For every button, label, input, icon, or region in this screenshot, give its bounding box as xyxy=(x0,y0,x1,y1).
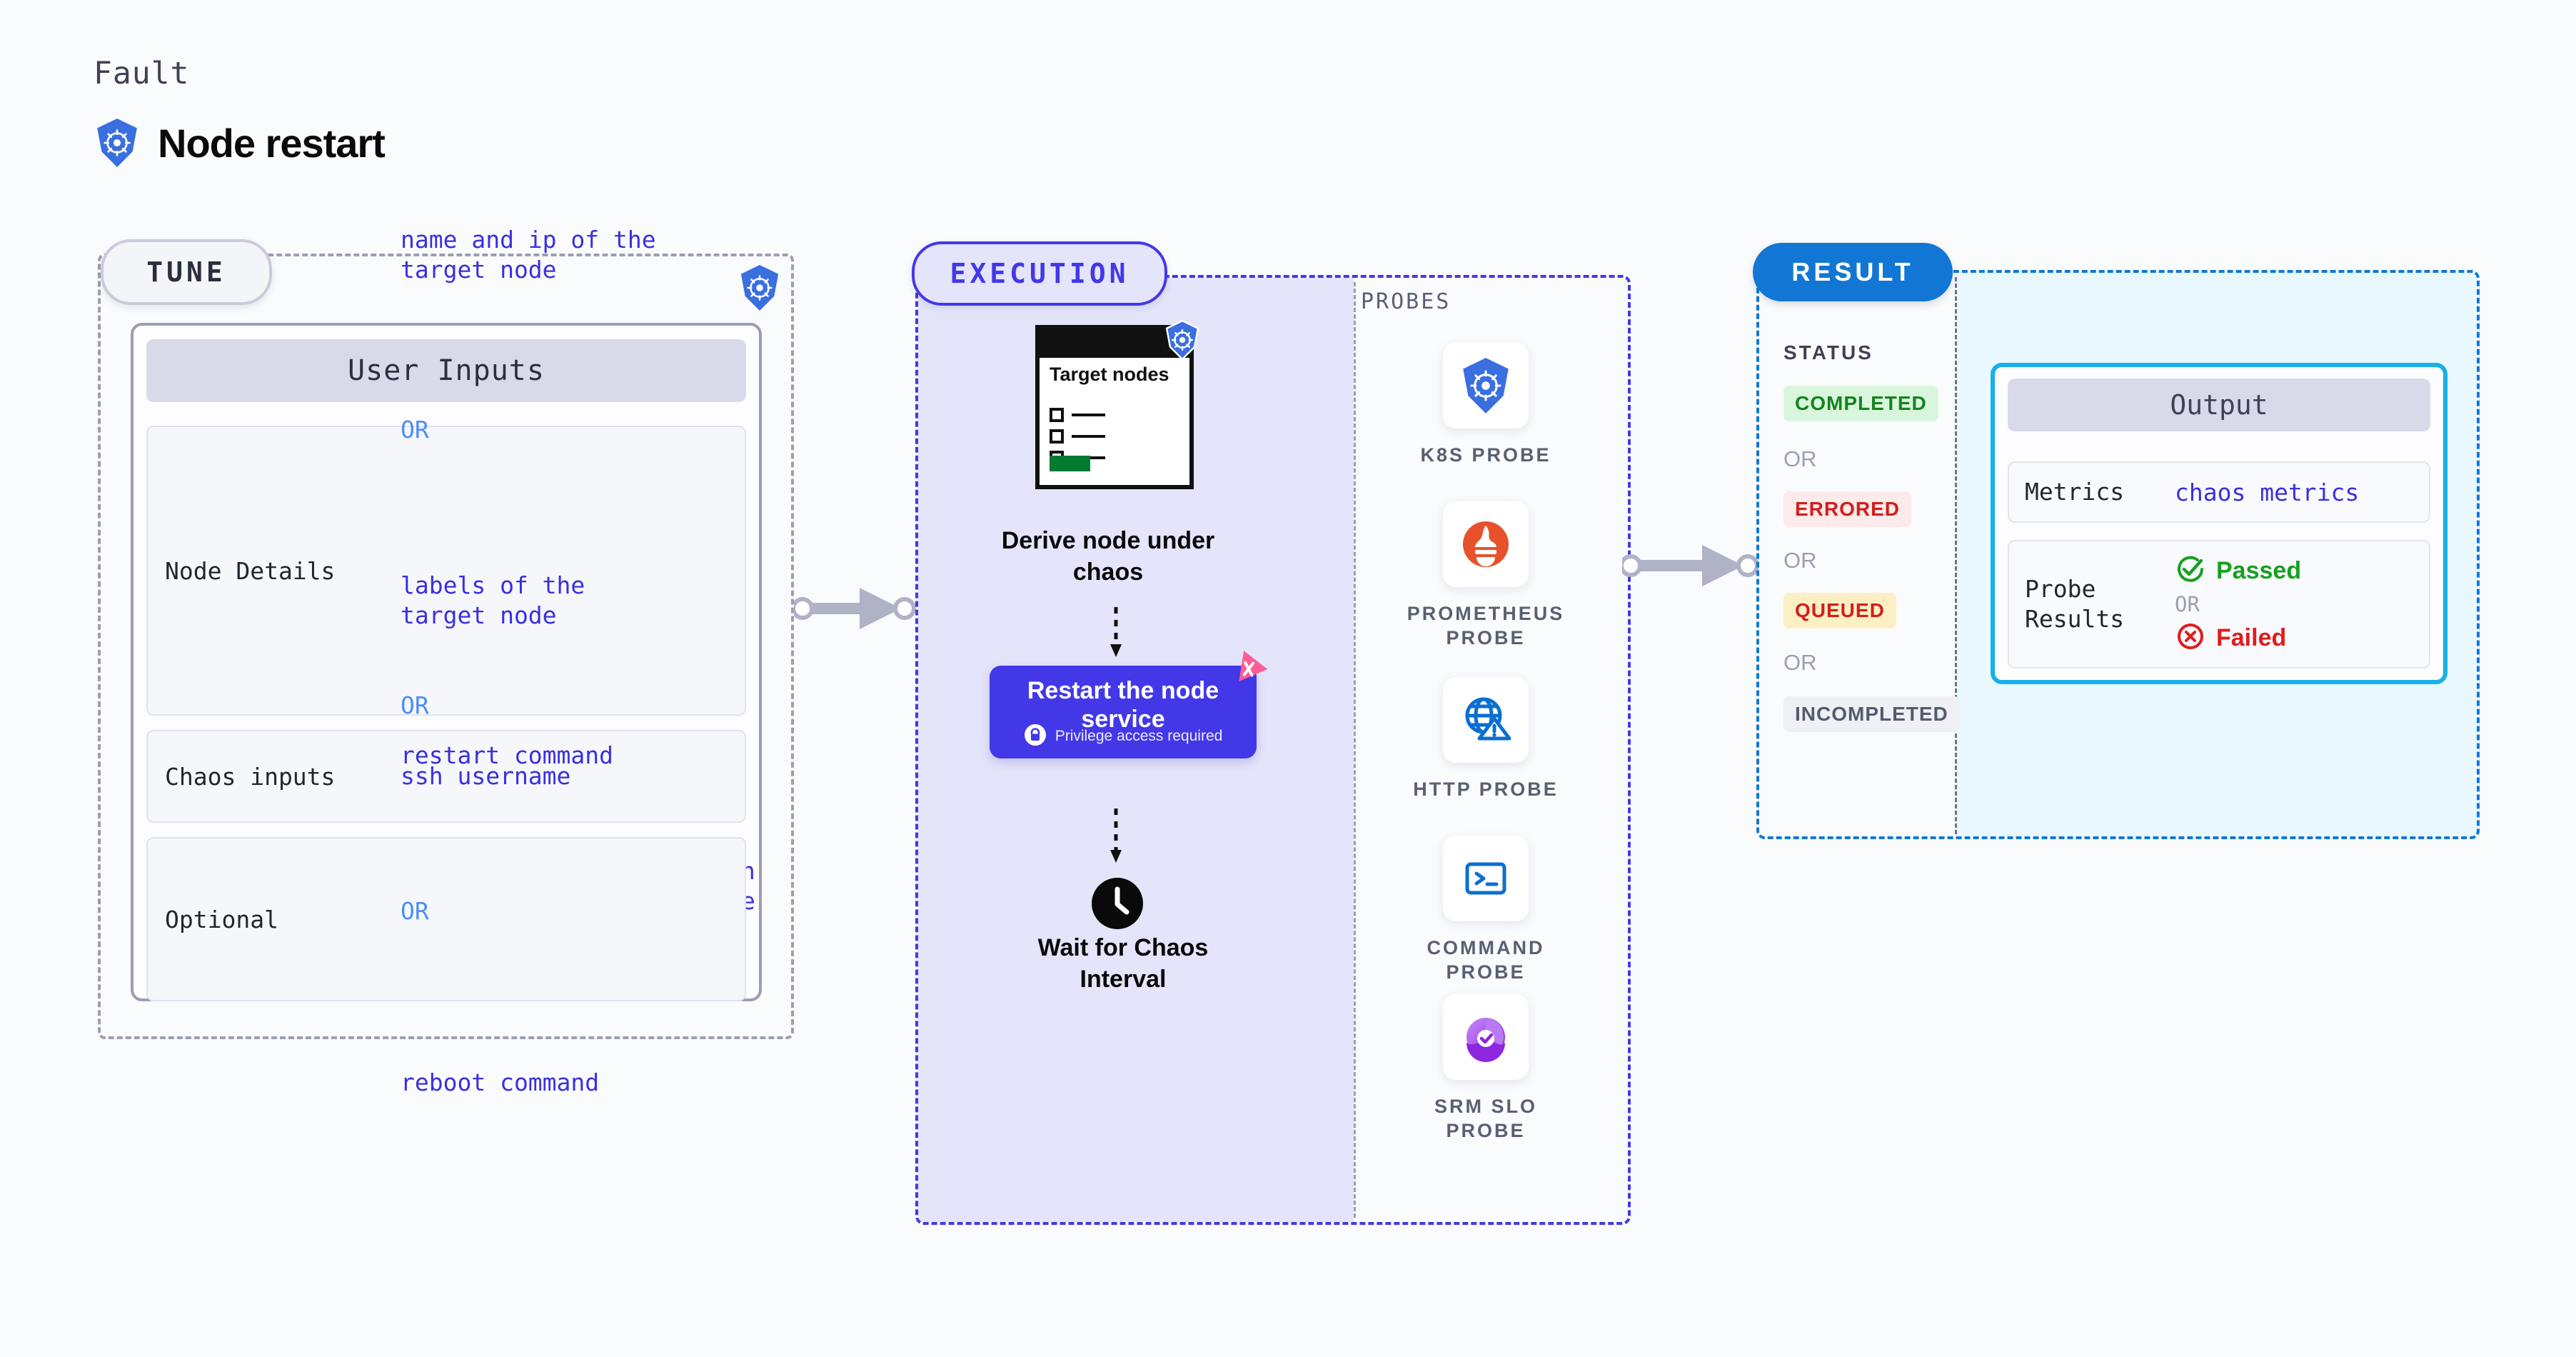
wait-for-chaos-label: Wait for Chaos Interval xyxy=(1037,934,1209,993)
execution-pill-label: EXECUTION xyxy=(912,241,1167,306)
row-label: Chaos inputs xyxy=(165,762,336,791)
probe-item-prometheus[interactable]: PROMETHEUS PROBE xyxy=(1404,501,1568,650)
value-text: restart command xyxy=(401,741,614,769)
input-row-node-details: Node Details name and ip of the target n… xyxy=(146,226,755,915)
execution-panel xyxy=(915,275,1631,1225)
value-text: name and ip of the target node xyxy=(401,226,656,284)
page-title: Node restart xyxy=(158,120,386,166)
target-nodes-document: Target nodes xyxy=(1035,325,1194,489)
result-panel xyxy=(1756,270,2480,839)
output-row-metrics: Metrics chaos metrics xyxy=(2008,461,2430,523)
derive-node-step-label: Derive node under chaos xyxy=(1001,527,1215,586)
checkbox-icon xyxy=(1050,429,1064,444)
status-badge-completed: COMPLETED xyxy=(1783,386,1938,421)
line-dash xyxy=(1072,435,1105,438)
fault-eyebrow-label: Fault xyxy=(94,56,190,91)
prometheus-icon xyxy=(1443,501,1529,587)
kubernetes-icon xyxy=(738,264,782,311)
probe-item-k8s[interactable]: K8S PROBE xyxy=(1404,343,1568,467)
or-separator: OR xyxy=(1783,446,1817,471)
status-badge-queued: QUEUED xyxy=(1783,593,1896,629)
connector-execution-to-result xyxy=(1619,539,1765,635)
value-text: reboot command xyxy=(401,1068,600,1096)
connector-tune-to-execution xyxy=(791,582,922,639)
probe-results-values: Passed OR Failed xyxy=(2175,554,2301,655)
lock-icon xyxy=(1024,723,1047,749)
passed-label: Passed xyxy=(2216,556,2302,584)
status-badge-errored: ERRORED xyxy=(1783,491,1912,527)
value-text: labels of the target node xyxy=(401,571,585,629)
or-separator: OR xyxy=(2175,592,2200,616)
probe-label: SRM SLO PROBE xyxy=(1434,1096,1537,1141)
row-values: ssh username xyxy=(401,701,570,851)
check-circle-icon xyxy=(2175,554,2206,588)
row-value: chaos metrics xyxy=(2175,478,2360,506)
user-inputs-title: User Inputs xyxy=(146,339,746,402)
or-separator: OR xyxy=(401,691,429,719)
rocket-ribbon-icon xyxy=(1225,650,1269,694)
progress-bar xyxy=(1050,456,1090,471)
status-badge-incompleted: INCOMPLETED xyxy=(1783,696,1960,732)
or-separator: OR xyxy=(1783,548,1817,573)
row-label: Metrics xyxy=(2025,478,2125,506)
restart-node-service-action: Restart the node service Privilege acces… xyxy=(990,651,1268,758)
or-separator: OR xyxy=(1783,650,1817,675)
failed-label: Failed xyxy=(2216,624,2287,651)
fault-title-row: Node restart xyxy=(94,118,386,168)
output-title: Output xyxy=(2008,379,2430,431)
probe-label: K8S PROBE xyxy=(1420,444,1551,466)
probe-result-passed: Passed xyxy=(2175,554,2301,588)
probes-divider xyxy=(1354,282,1356,1218)
privilege-row: Privilege access required xyxy=(990,723,1257,749)
or-separator: OR xyxy=(401,416,429,444)
row-label: Node Details xyxy=(165,556,336,585)
probe-item-command[interactable]: COMMAND PROBE xyxy=(1404,836,1568,984)
output-row-probe-results: Probe Results Passed OR Failed xyxy=(2008,540,2430,669)
kubernetes-icon xyxy=(94,118,141,168)
kubernetes-icon xyxy=(1164,320,1201,360)
value-text: ssh username xyxy=(401,762,571,790)
flow-arrow-down xyxy=(1107,607,1125,663)
x-circle-icon xyxy=(2175,621,2206,655)
action-subtitle: Privilege access required xyxy=(1055,728,1223,744)
document-title: Target nodes xyxy=(1050,364,1169,385)
probe-label: HTTP PROBE xyxy=(1413,778,1559,800)
status-section-label: STATUS xyxy=(1783,341,1873,364)
result-divider xyxy=(1955,277,1957,834)
document-title-bar xyxy=(1040,329,1189,358)
line-dash xyxy=(1072,414,1105,416)
clock-icon xyxy=(1091,877,1144,933)
tune-panel xyxy=(98,254,794,1039)
checkbox-icon xyxy=(1050,408,1064,422)
probe-label: COMMAND PROBE xyxy=(1427,937,1545,983)
srm-slo-icon xyxy=(1443,994,1529,1080)
flow-arrow-down xyxy=(1107,808,1125,868)
kubernetes-icon xyxy=(1443,343,1529,429)
probe-result-failed: Failed xyxy=(2175,621,2301,655)
row-values: restart command OR reboot command xyxy=(401,681,613,1158)
probe-item-http[interactable]: HTTP PROBE xyxy=(1404,677,1568,801)
result-pill-label: RESULT xyxy=(1753,243,1953,301)
terminal-icon xyxy=(1443,836,1529,921)
row-label: Probe Results xyxy=(2025,575,2125,633)
or-separator: OR xyxy=(401,897,429,925)
input-row-chaos-inputs: Chaos inputs ssh username xyxy=(146,730,746,823)
input-row-optional: Optional restart command OR reboot comma… xyxy=(146,741,746,1096)
tune-pill-label: TUNE xyxy=(101,239,272,305)
row-label: Optional xyxy=(165,905,278,933)
globe-warning-icon xyxy=(1443,677,1529,763)
probe-label: PROMETHEUS PROBE xyxy=(1407,603,1565,649)
probe-item-srm-slo[interactable]: SRM SLO PROBE xyxy=(1404,994,1568,1143)
probes-section-label: PROBES xyxy=(1361,289,1451,314)
action-title: Restart the node service xyxy=(1027,677,1219,733)
